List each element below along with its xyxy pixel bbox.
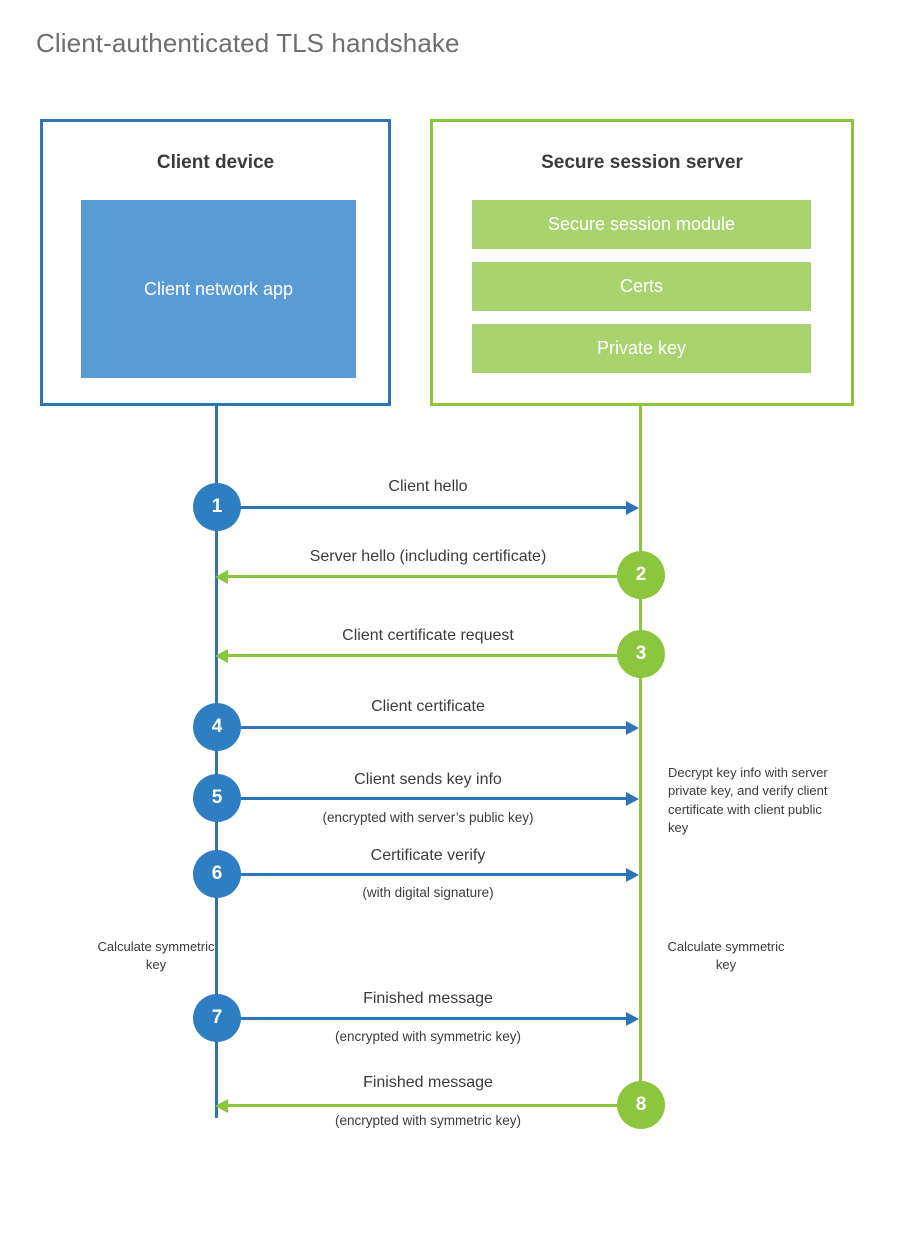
step-6-sublabel: (with digital signature)	[362, 885, 494, 900]
client-device-box: Client device Client network app	[40, 119, 391, 406]
step-5-arrowhead-icon	[626, 791, 639, 806]
step-4-line	[217, 726, 628, 729]
client-network-app-block: Client network app	[81, 200, 356, 378]
step-7-label: Finished message	[363, 990, 493, 1007]
server-calculate-symmetric-key-annotation: Calculate symmetric key	[667, 939, 785, 973]
step-4-marker: 4	[193, 703, 241, 751]
step-4-label: Client certificate	[371, 698, 485, 715]
step-7-marker: 7	[193, 994, 241, 1042]
step-7-arrowhead-icon	[626, 1011, 639, 1026]
step-5-sublabel: (encrypted with server’s public key)	[322, 810, 534, 825]
step-2-arrowhead-icon	[215, 569, 228, 584]
step-2-label: Server hello (including certificate)	[309, 548, 547, 565]
step-3-line	[228, 654, 639, 657]
step-2-line	[228, 575, 639, 578]
client-calculate-symmetric-key-annotation: Calculate symmetric key	[97, 939, 215, 973]
client-lifeline	[215, 406, 218, 1118]
server-decrypt-annotation: Decrypt key info with server private key…	[668, 765, 828, 836]
step-1-label: Client hello	[388, 478, 468, 495]
step-6-label: Certificate verify	[370, 847, 486, 864]
client-device-title: Client device	[156, 152, 275, 173]
step-8-label: Finished message	[363, 1074, 493, 1091]
step-6-line	[217, 873, 628, 876]
server-component-private-key: Private key	[472, 324, 811, 373]
server-component-secure-session-module: Secure session module	[472, 200, 811, 249]
step-2-marker: 2	[617, 551, 665, 599]
step-6-arrowhead-icon	[626, 867, 639, 882]
secure-session-server-box: Secure session server Secure session mod…	[430, 119, 854, 406]
step-7-line	[217, 1017, 628, 1020]
step-1-line	[217, 506, 628, 509]
server-component-certs: Certs	[472, 262, 811, 311]
step-1-marker: 1	[193, 483, 241, 531]
step-8-marker: 8	[617, 1081, 665, 1129]
step-1-arrowhead-icon	[626, 500, 639, 515]
step-8-sublabel: (encrypted with symmetric key)	[334, 1113, 522, 1128]
step-3-label: Client certificate request	[342, 627, 514, 644]
step-5-marker: 5	[193, 774, 241, 822]
step-6-marker: 6	[193, 850, 241, 898]
step-5-label: Client sends key info	[354, 771, 502, 788]
step-5-line	[217, 797, 628, 800]
step-8-arrowhead-icon	[215, 1098, 228, 1113]
step-8-line	[228, 1104, 639, 1107]
step-3-marker: 3	[617, 630, 665, 678]
page-title: Client-authenticated TLS handshake	[36, 28, 460, 58]
server-lifeline	[639, 406, 642, 1106]
step-4-arrowhead-icon	[626, 720, 639, 735]
secure-session-server-title: Secure session server	[541, 152, 743, 173]
step-3-arrowhead-icon	[215, 648, 228, 663]
step-7-sublabel: (encrypted with symmetric key)	[334, 1029, 522, 1044]
